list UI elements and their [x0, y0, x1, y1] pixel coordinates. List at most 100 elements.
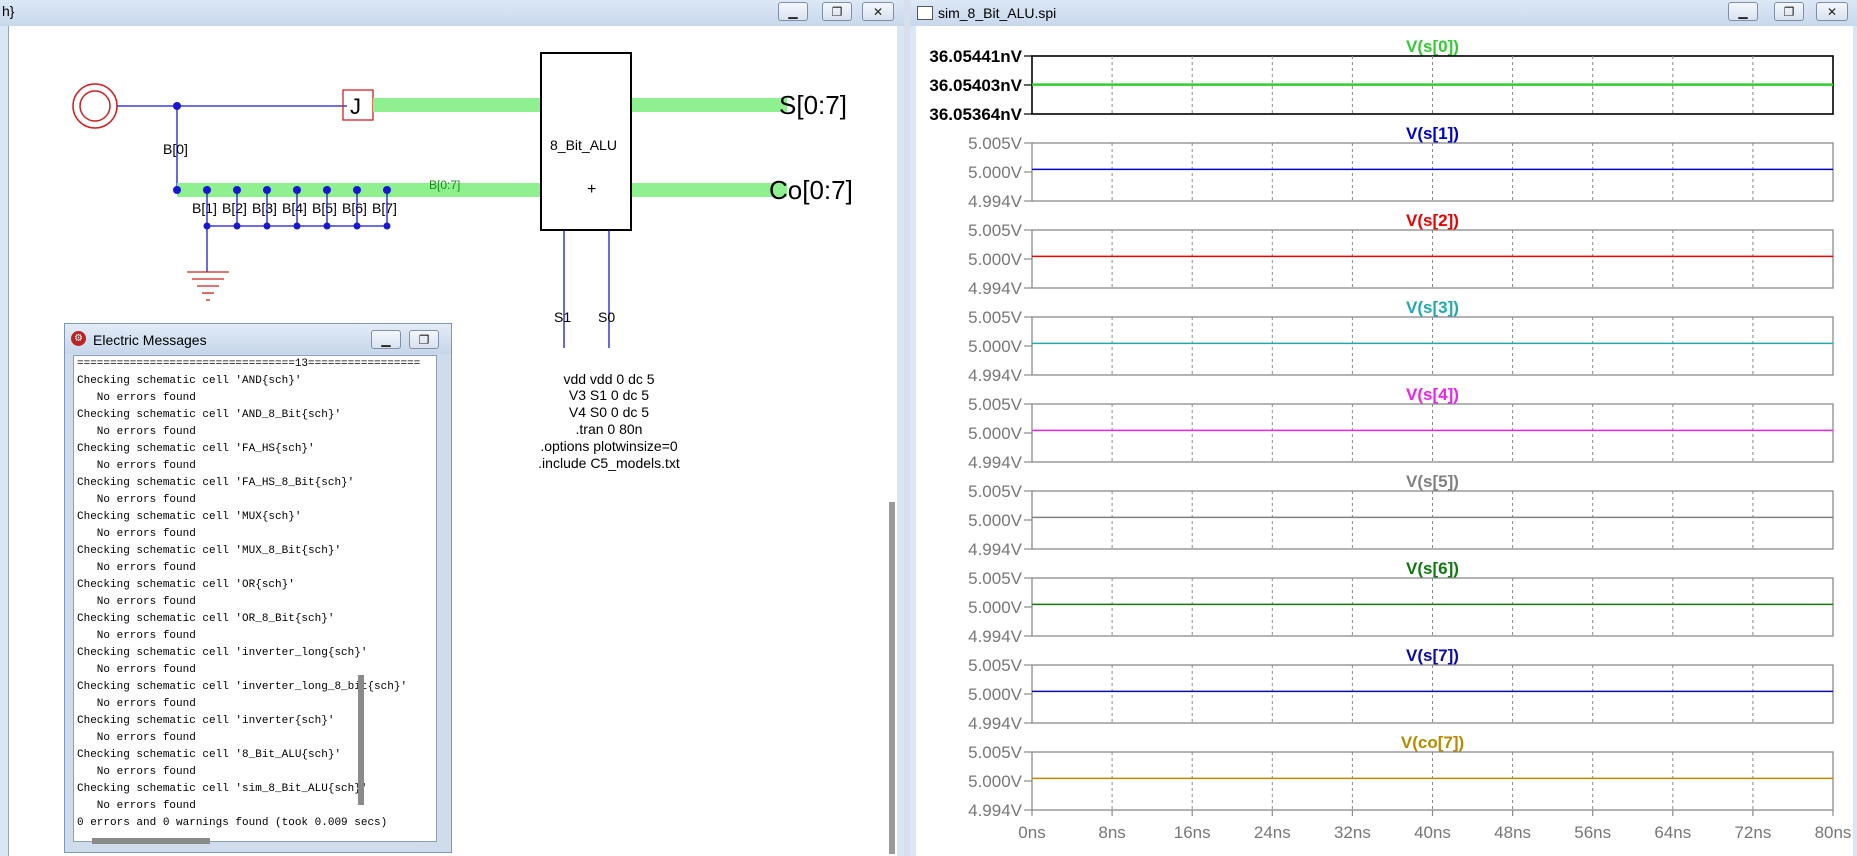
label-bus-s: S[0:7] — [779, 90, 847, 120]
waveform-titlebar[interactable]: sim_8_Bit_ALU.spi ▁ ❐ ✕ — [910, 0, 1857, 26]
y-tick-label: 4.994V — [968, 801, 1023, 820]
log-line: No errors found — [77, 528, 196, 540]
log-line: Checking schematic cell 'AND_8_Bit{sch}' — [77, 409, 342, 421]
waveform-close-button[interactable]: ✕ — [1816, 2, 1848, 21]
power-source-icon[interactable] — [72, 83, 118, 129]
log-line: No errors found — [77, 664, 196, 676]
waveform-title: sim_8_Bit_ALU.spi — [938, 5, 1057, 21]
spice-line-3: V4 S0 0 dc 5 — [569, 404, 649, 420]
label-bit-4: B[4] — [282, 200, 307, 216]
bit-tap-bottom-junction — [293, 222, 301, 230]
bit-tap-top-junction — [233, 186, 241, 194]
jumper-label: J — [350, 94, 361, 119]
messages-window: ⚙ Electric Messages ▁ ❐ ================… — [64, 323, 452, 853]
y-tick-label: 5.005V — [968, 743, 1023, 762]
electric-app-icon: ⚙ — [71, 331, 86, 346]
y-tick-label: 36.05403nV — [929, 76, 1022, 95]
bit-tap-bottom-junction — [323, 222, 331, 230]
spice-line-4: .tran 0 80n — [576, 421, 643, 437]
log-line: 0 errors and 0 warnings found (took 0.00… — [77, 817, 388, 829]
messages-titlebar[interactable]: ⚙ Electric Messages ▁ ❐ — [65, 324, 451, 354]
y-tick-label: 5.000V — [968, 685, 1023, 704]
label-bus-co: Co[0:7] — [769, 175, 853, 205]
messages-horizontal-scrollbar[interactable] — [92, 838, 210, 844]
minimize-button[interactable]: ▁ — [778, 2, 808, 21]
trace-title: V(co[7]) — [1401, 733, 1464, 752]
y-tick-label: 36.05441nV — [929, 47, 1022, 66]
x-tick-label: 40ns — [1414, 823, 1451, 842]
messages-minimize-button[interactable]: ▁ — [371, 330, 401, 349]
label-bit-6: B[6] — [342, 200, 367, 216]
spice-directives[interactable]: vdd vdd 0 dc 5 V3 S1 0 dc 5 V4 S0 0 dc 5… — [538, 371, 680, 471]
messages-title: Electric Messages — [93, 332, 207, 348]
bus-s[interactable] — [631, 98, 787, 112]
ground-icon[interactable] — [187, 226, 229, 301]
waveform-plot[interactable]: V(s[0]) 36.05441nV 36.05403nV 36.05364nV V(s… — [916, 26, 1853, 856]
spice-line-1: vdd vdd 0 dc 5 — [563, 371, 654, 387]
label-bit-5: B[5] — [312, 200, 337, 216]
maximize-button[interactable]: ❐ — [822, 2, 852, 21]
y-tick-label: 5.000V — [968, 250, 1023, 269]
x-tick-label: 8ns — [1098, 823, 1125, 842]
log-line: No errors found — [77, 392, 196, 404]
waveform-maximize-button[interactable]: ❐ — [1774, 2, 1804, 21]
waveform-canvas[interactable]: V(s[0]) 36.05441nV 36.05403nV 36.05364nV V(s… — [916, 26, 1853, 856]
messages-vertical-scrollbar[interactable] — [358, 675, 364, 805]
messages-maximize-button[interactable]: ❐ — [409, 330, 439, 349]
y-tick-label: 5.005V — [968, 569, 1023, 588]
y-tick-label: 5.000V — [968, 337, 1023, 356]
x-tick-label: 0ns — [1018, 823, 1045, 842]
log-line: Checking schematic cell 'FA_HS_8_Bit{sch… — [77, 477, 355, 489]
log-line: No errors found — [77, 698, 196, 710]
trace-title: V(s[0]) — [1406, 37, 1459, 56]
bit-tap-top-junction — [383, 186, 391, 194]
y-tick-label: 5.000V — [968, 163, 1023, 182]
close-button[interactable]: ✕ — [862, 2, 894, 21]
spice-line-6: .include C5_models.txt — [538, 455, 680, 471]
bit-taps[interactable]: B[1] B[2] B[3] B[4] B[5] B[6] B[7] — [192, 200, 397, 216]
bus-co[interactable] — [631, 183, 787, 197]
y-tick-label: 5.005V — [968, 134, 1023, 153]
y-tick-label: 36.05364nV — [929, 105, 1022, 124]
bit-tap-top-junction — [293, 186, 301, 194]
log-line: =================================13=====… — [77, 358, 421, 370]
schematic-scrollbar[interactable] — [889, 502, 895, 854]
y-tick-label: 4.994V — [968, 192, 1023, 211]
label-s1: S1 — [554, 309, 571, 325]
label-bus-b: B[0:7] — [429, 178, 460, 192]
log-line: Checking schematic cell 'MUX_8_Bit{sch}' — [77, 545, 342, 557]
alu-name: 8_Bit_ALU — [550, 137, 617, 153]
log-line: Checking schematic cell '8_Bit_ALU{sch}' — [77, 749, 342, 761]
y-tick-label: 5.000V — [968, 424, 1023, 443]
y-tick-label: 5.000V — [968, 511, 1023, 530]
y-tick-label: 4.994V — [968, 453, 1023, 472]
log-line: Checking schematic cell 'inverter_long{s… — [77, 647, 368, 659]
schematic-titlebar[interactable]: h} ▁ ❐ ✕ — [0, 0, 904, 26]
log-line: No errors found — [77, 630, 196, 642]
trace-title: V(s[5]) — [1406, 472, 1459, 491]
alu-block[interactable] — [540, 52, 632, 231]
log-line: Checking schematic cell 'AND{sch}' — [77, 375, 302, 387]
y-tick-label: 4.994V — [968, 627, 1023, 646]
waveform-window: sim_8_Bit_ALU.spi ▁ ❐ ✕ V(s[0]) 36.05441n… — [910, 0, 1857, 856]
x-tick-label: 80ns — [1815, 823, 1852, 842]
trace-title: V(s[3]) — [1406, 298, 1459, 317]
log-line: No errors found — [77, 766, 196, 778]
log-line: Checking schematic cell 'OR_8_Bit{sch}' — [77, 613, 335, 625]
waveform-minimize-button[interactable]: ▁ — [1728, 2, 1758, 21]
log-line: No errors found — [77, 732, 196, 744]
bus-to-alu-top[interactable] — [373, 98, 541, 112]
messages-log[interactable]: =================================13=====… — [73, 355, 437, 842]
log-line: No errors found — [77, 426, 196, 438]
x-tick-label: 64ns — [1654, 823, 1691, 842]
log-line: No errors found — [77, 460, 196, 472]
log-line: Checking schematic cell 'MUX{sch}' — [77, 511, 302, 523]
schematic-drawing[interactable]: B[0] J B[0:7] 8_Bit_ALU + S[0:7] Co[0:7]… — [9, 26, 897, 856]
trace-title: V(s[4]) — [1406, 385, 1459, 404]
label-b0: B[0] — [163, 141, 188, 157]
y-tick-label: 5.000V — [968, 598, 1023, 617]
trace-title: V(s[6]) — [1406, 559, 1459, 578]
bus-junction — [173, 186, 181, 194]
y-tick-label: 4.994V — [968, 714, 1023, 733]
label-s0: S0 — [598, 309, 615, 325]
